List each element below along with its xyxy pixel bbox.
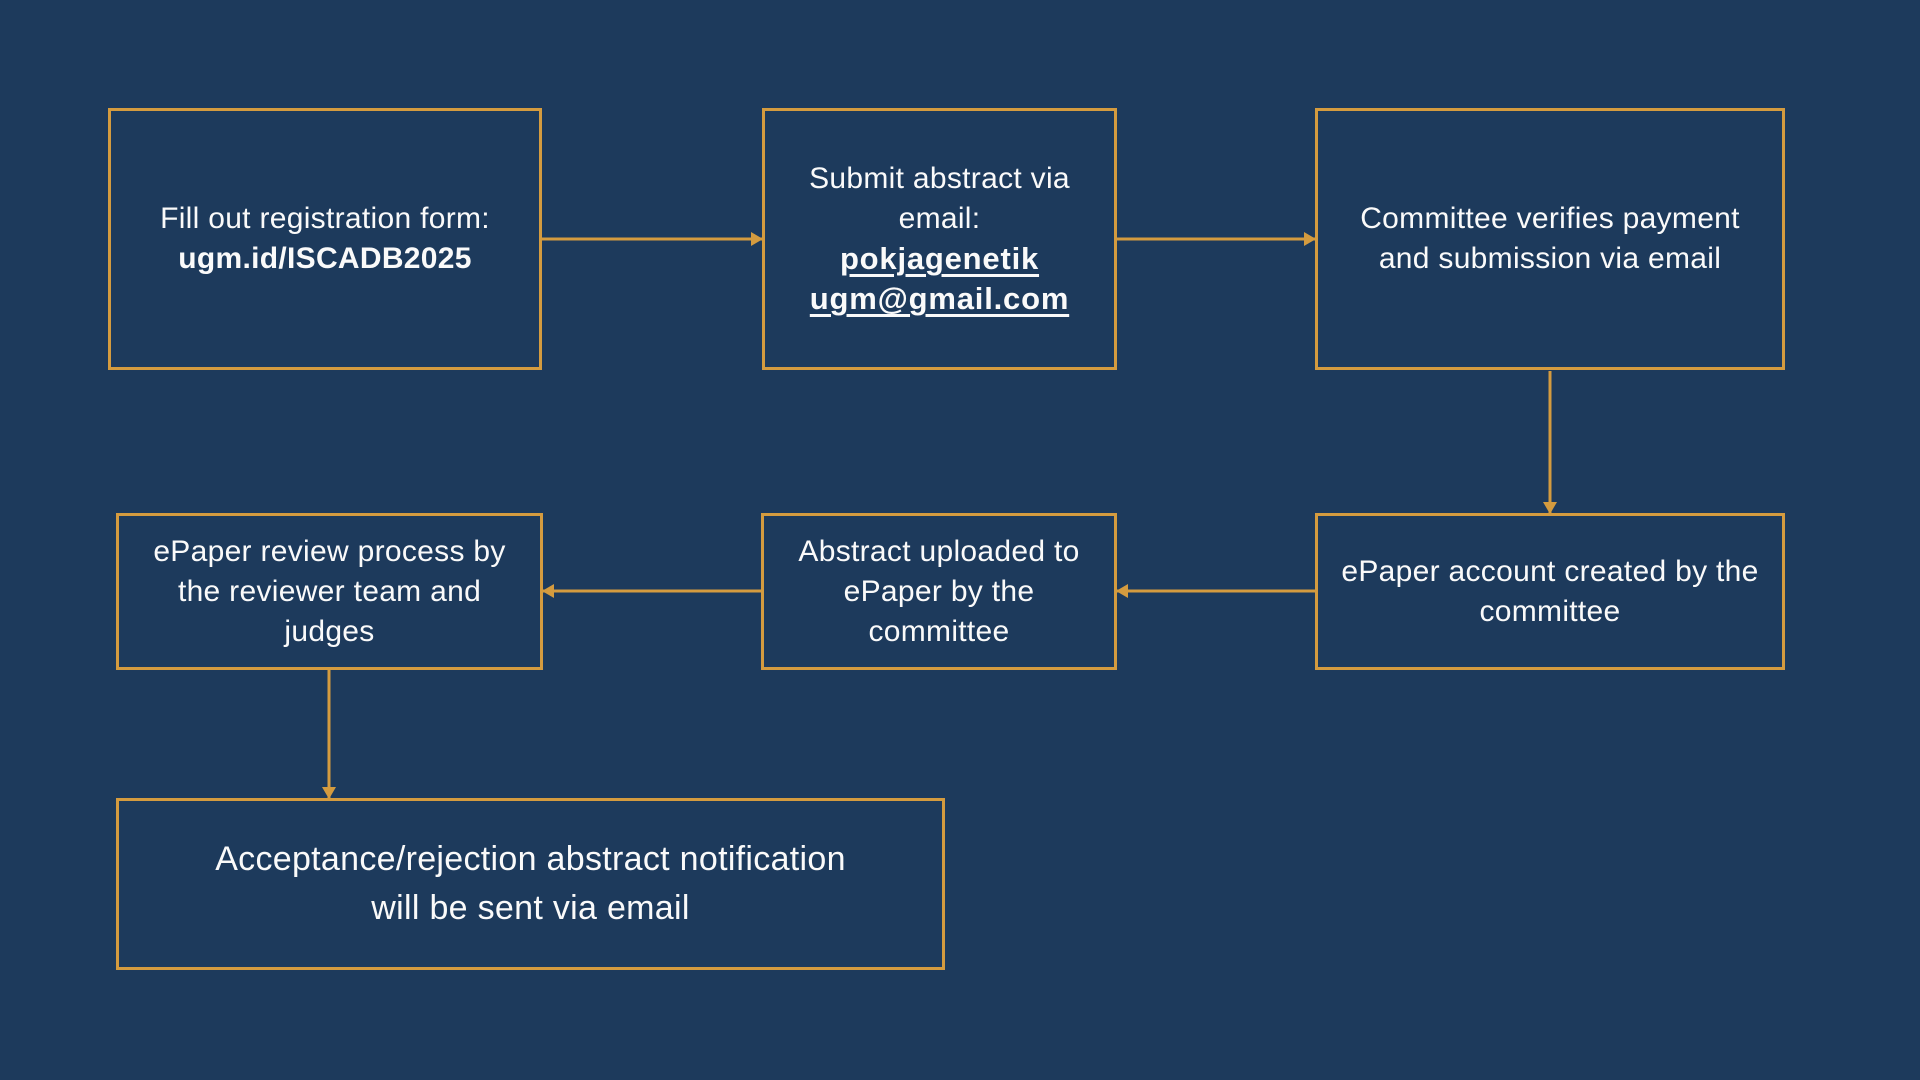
arrowhead-right-icon [751, 232, 763, 246]
arrow-shaft [1548, 371, 1552, 513]
node-line: Acceptance/rejection abstract notificati… [215, 840, 846, 878]
flow-node-registration: Fill out registration form: ugm.id/ISCAD… [108, 108, 542, 370]
arrow-shaft [543, 589, 761, 593]
arrowhead-down-icon [1543, 502, 1557, 514]
arrow-registration-to-submit [542, 232, 763, 246]
node-line: committee [1479, 594, 1621, 628]
arrow-verify-to-account [1543, 371, 1557, 514]
arrow-shaft [542, 237, 762, 241]
node-line: the reviewer team and [177, 574, 482, 608]
flow-node-notification: Acceptance/rejection abstract notificati… [116, 798, 945, 970]
node-line: judges [284, 614, 375, 648]
flow-node-review-process: ePaper review process by the reviewer te… [116, 513, 543, 670]
node-line: Fill out registration form: [160, 202, 490, 235]
email-address-text: pokjagenetik [839, 241, 1040, 276]
node-line: Committee verifies payment [1360, 202, 1740, 235]
node-line: Abstract uploaded to [798, 534, 1080, 568]
flow-node-abstract-upload: Abstract uploaded to ePaper by the commi… [761, 513, 1117, 670]
flow-node-verify-payment: Committee verifies payment and submissio… [1315, 108, 1785, 370]
arrowhead-left-icon [1116, 584, 1128, 598]
node-line: email: [898, 202, 981, 235]
arrow-account-to-upload [1116, 584, 1315, 598]
node-line: Submit abstract via [809, 162, 1070, 195]
email-address-text: ugm@gmail.com [809, 281, 1070, 316]
arrowhead-down-icon [322, 787, 336, 799]
arrowhead-left-icon [542, 584, 554, 598]
node-line: ePaper by the [843, 574, 1035, 608]
arrow-shaft [327, 670, 331, 798]
arrow-shaft [1117, 237, 1315, 241]
arrow-submit-to-verify [1117, 232, 1316, 246]
arrowhead-right-icon [1304, 232, 1316, 246]
node-line: ePaper review process by [153, 534, 506, 568]
arrow-upload-to-review [542, 584, 761, 598]
node-line: and submission via email [1378, 242, 1722, 275]
arrow-shaft [1117, 589, 1315, 593]
registration-url-text: ugm.id/ISCADB2025 [178, 242, 472, 275]
arrow-review-to-notification [322, 670, 336, 799]
node-line: committee [868, 614, 1010, 648]
node-line: ePaper account created by the [1341, 554, 1759, 588]
flow-node-epaper-account: ePaper account created by the committee [1315, 513, 1785, 670]
flow-node-submit-abstract: Submit abstract via email: pokjagenetik … [762, 108, 1117, 370]
node-line: will be sent via email [371, 889, 690, 927]
